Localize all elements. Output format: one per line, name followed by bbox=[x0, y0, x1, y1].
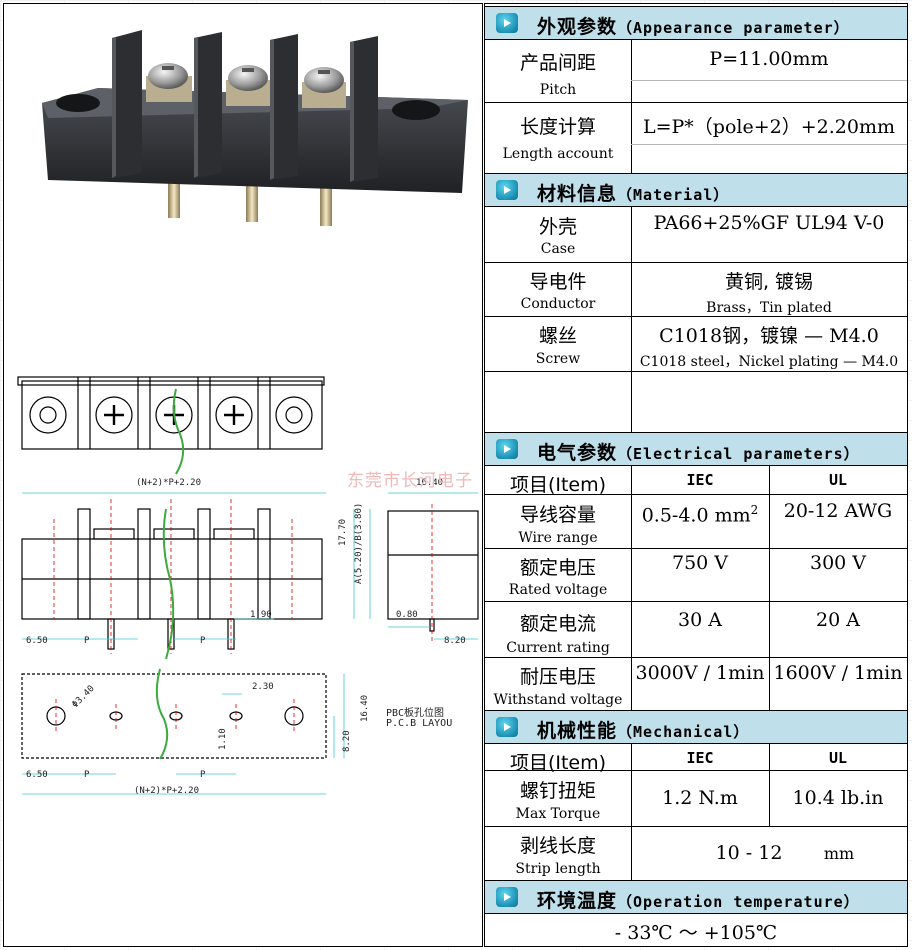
pcb-layout-label-cn: PBC板孔位图 bbox=[386, 708, 445, 719]
conductor-label-cn: 导电件 bbox=[529, 271, 587, 293]
dim-pin-width: 0.80 bbox=[396, 610, 418, 620]
arrow-icon bbox=[496, 887, 518, 907]
rated-voltage-label-cn: 额定电压 bbox=[519, 557, 596, 579]
withstand-voltage-ul: 1600V / 1min bbox=[773, 662, 903, 684]
watermark: 东莞市长河电子 bbox=[347, 471, 473, 491]
dim-pcb-pitch-2: P bbox=[200, 770, 206, 780]
torque-ul: 10.4 lb.in bbox=[792, 787, 884, 809]
dim-pcb-height: 16.40 bbox=[360, 694, 370, 722]
dim-side-width: 16.40 bbox=[416, 478, 444, 488]
conductor-value-cn: 黄铜, 镀锡 bbox=[724, 271, 814, 293]
mechanical-iec-header: IEC bbox=[686, 749, 714, 767]
dim-pcb-pitch-1: P bbox=[84, 770, 90, 780]
strip-length-label-en: Strip length bbox=[515, 861, 601, 877]
screw-label-en: Screw bbox=[535, 351, 581, 367]
spec-table: 外观参数（Appearance parameter） 材料信息（Material… bbox=[484, 3, 908, 947]
strip-length-value: 10 - 12 bbox=[715, 842, 783, 864]
section-material: 材料信息（Material） bbox=[485, 173, 907, 207]
rated-voltage-iec: 750 V bbox=[671, 552, 729, 574]
wire-range-label-cn: 导线容量 bbox=[519, 504, 596, 526]
arrow-icon bbox=[496, 439, 518, 459]
section-mechanical: 机械性能（Mechanical） bbox=[485, 710, 907, 744]
section-electrical: 电气参数（Electrical parameters） bbox=[485, 432, 907, 466]
case-label-en: Case bbox=[540, 241, 576, 257]
dim-pin-offset: 1.90 bbox=[250, 610, 272, 620]
current-rating-iec: 30 A bbox=[678, 609, 722, 631]
dim-a-b: A(5.20)/B(3.80) bbox=[354, 502, 364, 584]
dim-slot-width: 2.30 bbox=[252, 682, 274, 692]
pcb-layout-label-en: P.C.B LAYOU bbox=[386, 718, 453, 729]
rated-voltage-ul: 300 V bbox=[809, 552, 867, 574]
section-temperature: 环境温度（Operation temperature） bbox=[485, 880, 907, 914]
mechanical-ul-header: UL bbox=[828, 749, 848, 767]
wire-range-ul: 20-12 AWG bbox=[783, 500, 893, 522]
case-value: PA66+25%GF UL94 V-0 bbox=[653, 212, 885, 234]
screw-label-cn: 螺丝 bbox=[538, 325, 577, 347]
screw-value-en: C1018 steel，Nickel plating — M4.0 bbox=[639, 354, 899, 370]
strip-length-label-cn: 剥线长度 bbox=[519, 835, 596, 857]
length-label-en: Length account bbox=[502, 146, 614, 162]
length-value: L=P*（pole+2）+2.20mm bbox=[642, 116, 895, 138]
rated-voltage-label-en: Rated voltage bbox=[508, 582, 608, 598]
torque-label-en: Max Torque bbox=[515, 806, 601, 822]
electrical-iec-header: IEC bbox=[686, 471, 714, 489]
wire-range-iec: 0.5-4.0 mm2 bbox=[641, 503, 759, 527]
dim-edge-offset: 6.50 bbox=[26, 636, 48, 646]
arrow-icon bbox=[496, 180, 518, 200]
pitch-label-cn: 产品间距 bbox=[519, 52, 596, 74]
current-rating-label-cn: 额定电流 bbox=[519, 613, 596, 635]
dim-pitch-2: P bbox=[200, 636, 206, 646]
dim-overall-top: (N+2)*P+2.20 bbox=[136, 478, 202, 488]
dim-side-half: 8.20 bbox=[444, 636, 466, 646]
withstand-voltage-iec: 3000V / 1min bbox=[635, 662, 765, 684]
terminal-block-image bbox=[42, 30, 468, 226]
section-appearance: 外观参数（Appearance parameter） bbox=[485, 6, 907, 40]
electrical-item-header: 项目(Item) bbox=[509, 474, 607, 496]
operation-temperature-value: - 33℃ ～ +105℃ bbox=[614, 922, 778, 944]
arrow-icon bbox=[496, 717, 518, 737]
dim-pcb-half: 8.20 bbox=[342, 730, 352, 752]
current-rating-label-en: Current rating bbox=[506, 640, 610, 656]
dim-height: 17.70 bbox=[338, 518, 348, 546]
torque-iec: 1.2 N.m bbox=[662, 787, 738, 809]
pitch-label-en: Pitch bbox=[539, 82, 577, 98]
product-photo bbox=[8, 8, 480, 240]
arrow-icon bbox=[496, 13, 518, 33]
length-label-cn: 长度计算 bbox=[519, 116, 596, 138]
dim-overall-bottom: (N+2)*P+2.20 bbox=[134, 786, 200, 796]
wire-range-label-en: Wire range bbox=[518, 530, 598, 546]
dim-slot-height: 1.10 bbox=[218, 728, 228, 750]
electrical-ul-header: UL bbox=[828, 471, 848, 489]
strip-length-unit: mm bbox=[823, 844, 855, 863]
withstand-voltage-label-cn: 耐压电压 bbox=[519, 666, 596, 688]
technical-drawing bbox=[17, 376, 479, 795]
dim-pitch-1: P bbox=[84, 636, 90, 646]
withstand-voltage-label-en: Withstand voltage bbox=[493, 692, 623, 708]
conductor-value-en: Brass，Tin plated bbox=[706, 300, 832, 316]
current-rating-ul: 20 A bbox=[816, 609, 860, 631]
dim-pcb-edge: 6.50 bbox=[26, 770, 48, 780]
conductor-label-en: Conductor bbox=[520, 296, 596, 312]
pitch-value: P=11.00mm bbox=[709, 48, 829, 70]
mechanical-item-header: 项目(Item) bbox=[509, 752, 607, 774]
drawing-panel: (N+2)*P+2.20 16.40 17.70 A(5.20)/B(3.80)… bbox=[3, 3, 483, 947]
torque-label-cn: 螺钉扭矩 bbox=[519, 780, 596, 802]
screw-value-cn: C1018钢，镀镍 — M4.0 bbox=[659, 325, 879, 347]
case-label-cn: 外壳 bbox=[538, 216, 577, 238]
